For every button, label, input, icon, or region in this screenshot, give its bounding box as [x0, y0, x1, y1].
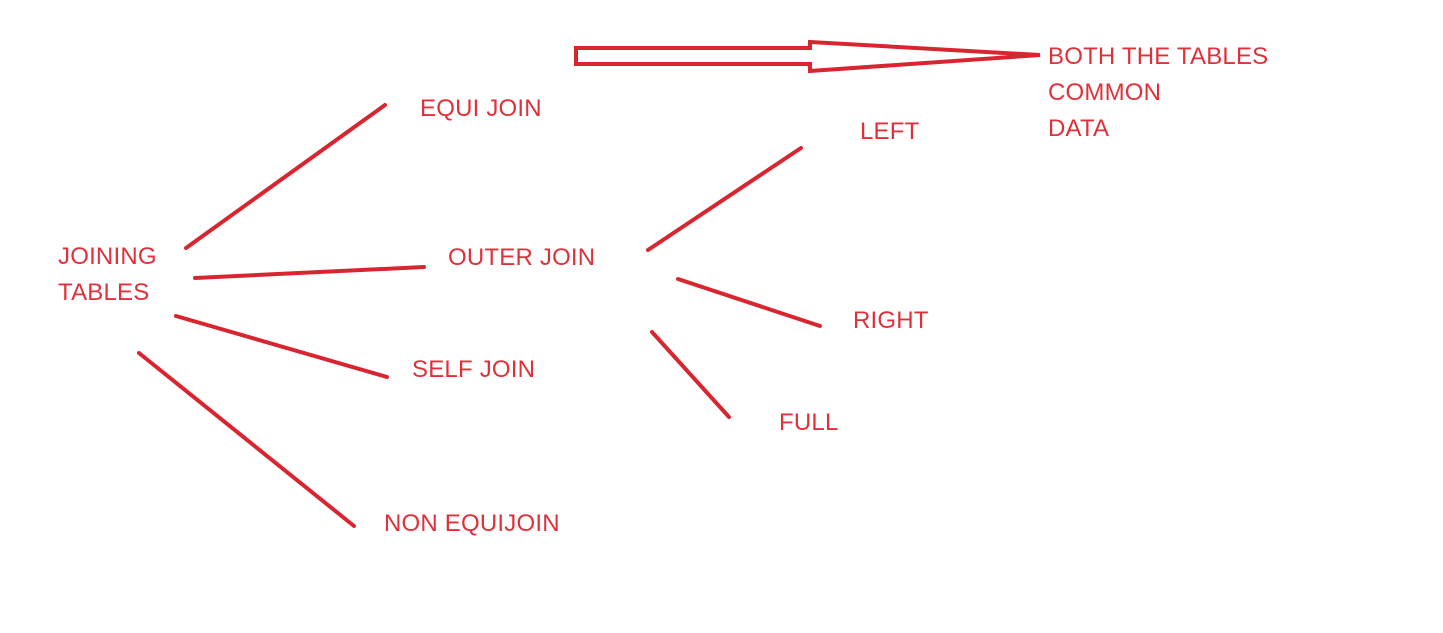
line-to-right	[676, 277, 822, 328]
branch-self-join: SELF JOIN	[412, 356, 536, 383]
arrow-equi-join-to-note	[574, 39, 1041, 74]
outer-join-right: RIGHT	[853, 307, 929, 334]
branch-non-equijoin: NON EQUIJOIN	[384, 510, 560, 537]
line-to-equi-join	[184, 103, 387, 250]
note-line-3: DATA	[1048, 115, 1110, 142]
root-label-line-2: TABLES	[58, 279, 150, 306]
line-to-outer-join	[193, 265, 426, 280]
outer-join-left: LEFT	[860, 118, 920, 145]
line-to-left	[646, 146, 803, 252]
line-to-self-join	[174, 314, 389, 379]
root-label-line-1: JOINING	[58, 243, 157, 270]
note-line-1: BOTH THE TABLES	[1048, 43, 1269, 70]
equi-join-note: BOTH THE TABLES COMMON DATA	[1048, 39, 1268, 147]
branch-outer-join: OUTER JOIN	[448, 244, 596, 271]
line-to-non-equijoin	[137, 351, 356, 528]
branch-equi-join: EQUI JOIN	[420, 95, 542, 122]
line-to-full	[650, 330, 731, 419]
outer-join-full: FULL	[779, 409, 839, 436]
root-node-label: JOINING TABLES	[58, 239, 157, 311]
note-line-2: COMMON	[1048, 79, 1162, 106]
